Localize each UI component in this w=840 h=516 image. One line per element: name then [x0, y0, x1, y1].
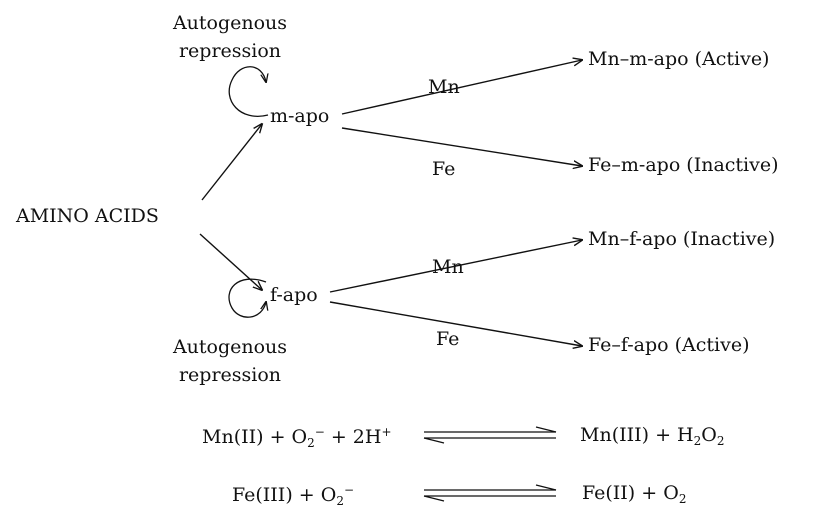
equilibrium-arrow-eq2 — [423, 484, 557, 502]
equation-1-right: Mn(III) + H2O2 — [580, 424, 725, 448]
arrow-to-f-apo — [199, 233, 262, 290]
top-repression-label-line2: repression — [178, 40, 282, 62]
f-apo-mn-label: Mn — [432, 256, 464, 278]
bottom-repression-label-line1: Autogenous — [172, 336, 288, 358]
f-apo-node: f-apo — [270, 284, 318, 306]
repression-loop-m-apo — [228, 66, 268, 117]
arrow-to-m-apo — [201, 124, 262, 201]
f-apo-fe-label: Fe — [436, 328, 460, 350]
arrow-f-apo-mn — [329, 240, 582, 293]
product-mn-f-apo: Mn–f-apo (Inactive) — [588, 228, 776, 250]
arrow-f-apo-fe — [329, 301, 582, 346]
top-repression-label-line1: Autogenous — [172, 12, 288, 34]
m-apo-mn-label: Mn — [428, 76, 460, 98]
arrow-m-apo-mn — [341, 60, 582, 115]
amino-acids-node: AMINO ACIDS — [16, 205, 159, 227]
equation-2-left: Fe(III) + O2− — [232, 483, 355, 508]
product-fe-m-apo: Fe–m-apo (Inactive) — [588, 154, 779, 176]
equilibrium-arrow-eq1 — [423, 426, 557, 444]
equation-2-right: Fe(II) + O2 — [582, 482, 687, 506]
product-fe-f-apo: Fe–f-apo (Active) — [588, 334, 750, 356]
equation-1-left: Mn(II) + O2− + 2H+ — [202, 425, 392, 450]
m-apo-node: m-apo — [270, 105, 330, 127]
m-apo-fe-label: Fe — [432, 158, 456, 180]
bottom-repression-label-line2: repression — [178, 364, 282, 386]
repression-loop-f-apo — [228, 278, 266, 318]
arrow-m-apo-fe — [341, 127, 582, 166]
product-mn-m-apo: Mn–m-apo (Active) — [588, 48, 770, 70]
